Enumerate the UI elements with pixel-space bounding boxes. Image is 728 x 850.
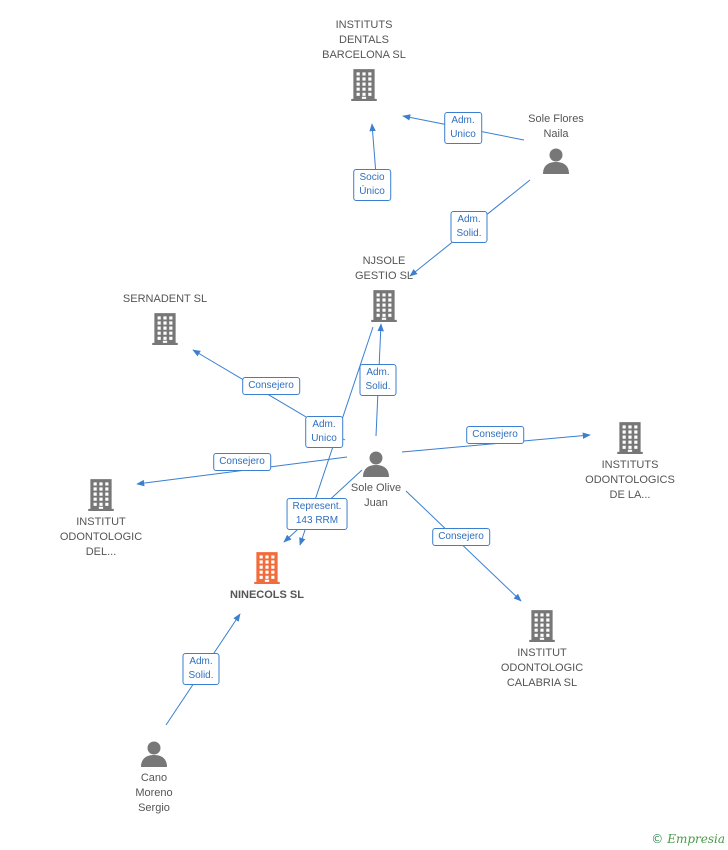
edge-label[interactable]: Consejero [432, 528, 490, 546]
brand-name: Empresia [667, 832, 725, 846]
node-cano-moreno[interactable]: Cano Moreno Sergio [89, 739, 219, 816]
edge-label[interactable]: Consejero [242, 377, 300, 395]
node-sole-olive[interactable]: Sole Olive Juan [311, 449, 441, 511]
edge-sole-olive-to-institut-calabria [405, 490, 522, 602]
copyright-icon: © [651, 832, 664, 846]
edge-label[interactable]: Socio Único [353, 169, 391, 201]
edge-label[interactable]: Adm. Solid. [450, 211, 488, 243]
node-institut-calabria[interactable]: INSTITUT ODONTOLOGIC CALABRIA SL [477, 608, 607, 691]
node-njsole[interactable]: NJSOLE GESTIO SL [319, 254, 449, 322]
edge-label[interactable]: Adm. Unico [305, 416, 343, 448]
building-icon [88, 479, 114, 511]
empresia-brand: ©Empresia [651, 832, 725, 846]
node-label: INSTITUTS DENTALS BARCELONA SL [322, 19, 406, 61]
node-label: INSTITUTS ODONTOLOGICS DE LA... [585, 459, 675, 501]
person-icon [141, 741, 167, 767]
node-instituts-dentals[interactable]: INSTITUTS DENTALS BARCELONA SL [299, 18, 429, 101]
edge-label[interactable]: Adm. Solid. [359, 364, 397, 396]
node-label: INSTITUT ODONTOLOGIC CALABRIA SL [500, 647, 584, 689]
building-icon [152, 313, 178, 345]
building-icon [351, 69, 377, 101]
person-icon [363, 451, 389, 477]
node-sernadent[interactable]: SERNADENT SL [100, 292, 230, 345]
edge-label[interactable]: Consejero [213, 453, 271, 471]
node-label: Sole Olive Juan [350, 482, 402, 509]
node-label: INSTITUT ODONTOLOGIC DEL... [59, 516, 143, 558]
building-icon [371, 290, 397, 322]
node-sole-flores[interactable]: Sole Flores Naila [491, 112, 621, 174]
person-icon [543, 148, 569, 174]
node-label: SERNADENT SL [122, 293, 208, 305]
node-label: NJSOLE GESTIO SL [354, 255, 414, 282]
node-label: NINECOLS SL [230, 589, 304, 601]
node-label: Cano Moreno Sergio [135, 772, 173, 814]
edge-label[interactable]: Represent. 143 RRM [286, 498, 348, 530]
building-icon [254, 552, 280, 584]
edge-label[interactable]: Adm. Unico [444, 112, 482, 144]
edge-label[interactable]: Consejero [466, 426, 524, 444]
building-icon [529, 610, 555, 642]
node-instituts-odontologics[interactable]: INSTITUTS ODONTOLOGICS DE LA... [565, 420, 695, 503]
node-label: Sole Flores Naila [528, 113, 584, 140]
node-ninecols[interactable]: NINECOLS SL [202, 550, 332, 603]
building-icon [617, 422, 643, 454]
node-institut-odontologic-del[interactable]: INSTITUT ODONTOLOGIC DEL... [36, 477, 166, 560]
edge-label[interactable]: Adm. Solid. [182, 653, 220, 685]
